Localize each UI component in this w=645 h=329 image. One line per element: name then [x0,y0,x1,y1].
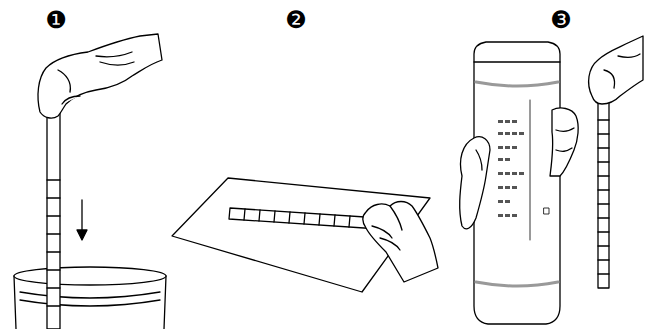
callout-number: ❸ [550,8,572,32]
arrow-down [77,200,87,240]
cup [14,267,166,329]
hand [550,108,578,176]
test-strip [229,208,380,229]
hand [363,202,438,283]
hand [589,36,643,104]
chart-divider [530,100,531,240]
color-chart [498,120,549,217]
callout-number: ❶ [45,8,67,32]
test-strip [598,74,609,288]
callout-number: ❷ [285,8,307,32]
hand [460,137,490,229]
hand [38,34,162,118]
test-strip [47,100,60,329]
bottle [474,42,560,324]
